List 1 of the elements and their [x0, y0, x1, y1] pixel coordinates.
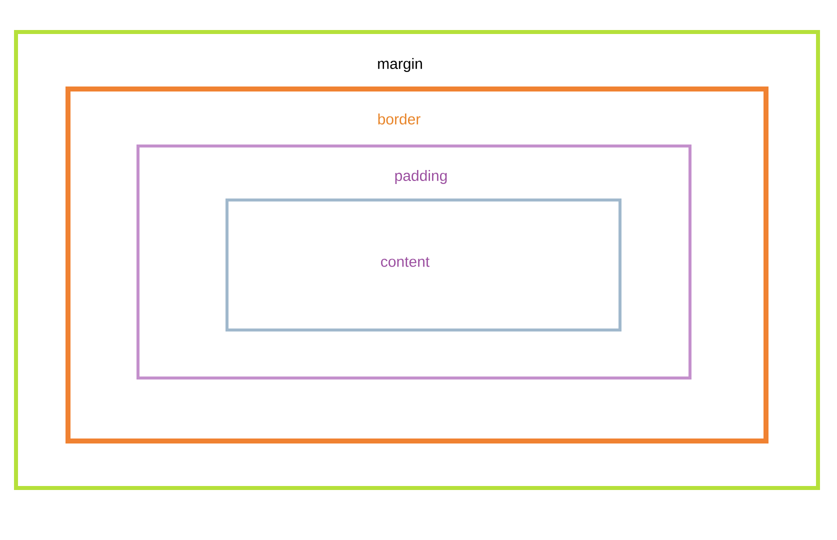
- box: content: [226, 198, 622, 332]
